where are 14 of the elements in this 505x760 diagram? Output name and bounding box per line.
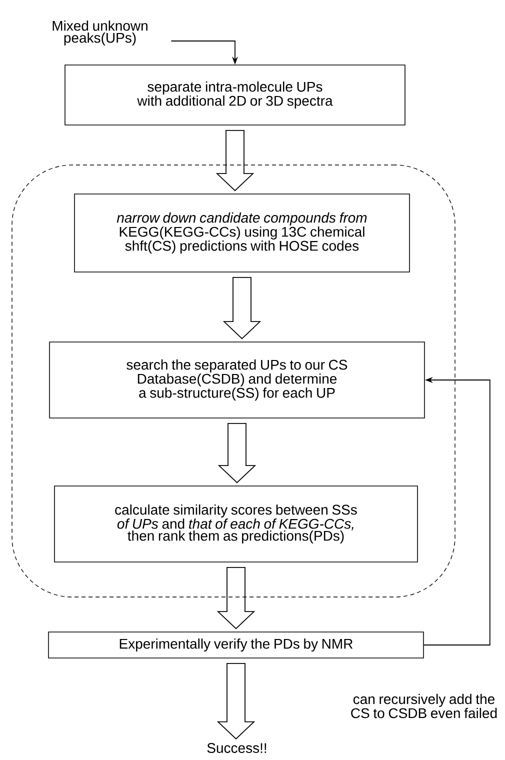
block-arrow [216, 566, 256, 630]
result-text: Success!! [207, 743, 266, 753]
block-arrow [222, 276, 262, 340]
dashed-region [12, 164, 456, 598]
block-arrow [218, 422, 256, 484]
block-arrow [216, 130, 254, 192]
process-box: separate intra-molecule UPs with additional 2D or 3D spectra [64, 64, 406, 126]
process-box: search the separated UPs to our CS Database(CSDB) and determine a sub-structure(SS) for each UP [49, 342, 425, 418]
process-box: Experimentally verify the PDs by NMR [48, 632, 424, 658]
process-box: narrow down candidate compounds from KEGG(KEGG-CCs) using 13C chemical shft(CS) predictions with HOSE codes [74, 194, 410, 272]
process-box: calculate similarity scores between SSs of UPs and that of each of KEGG-CCs, then rank them as predictions(PDs) [54, 486, 418, 562]
block-arrow [216, 662, 256, 740]
start-text: Mixed unknown peaks(UPs) [52, 20, 148, 46]
edge-label: can recursively add the CS to CSDB even failed [351, 694, 497, 718]
